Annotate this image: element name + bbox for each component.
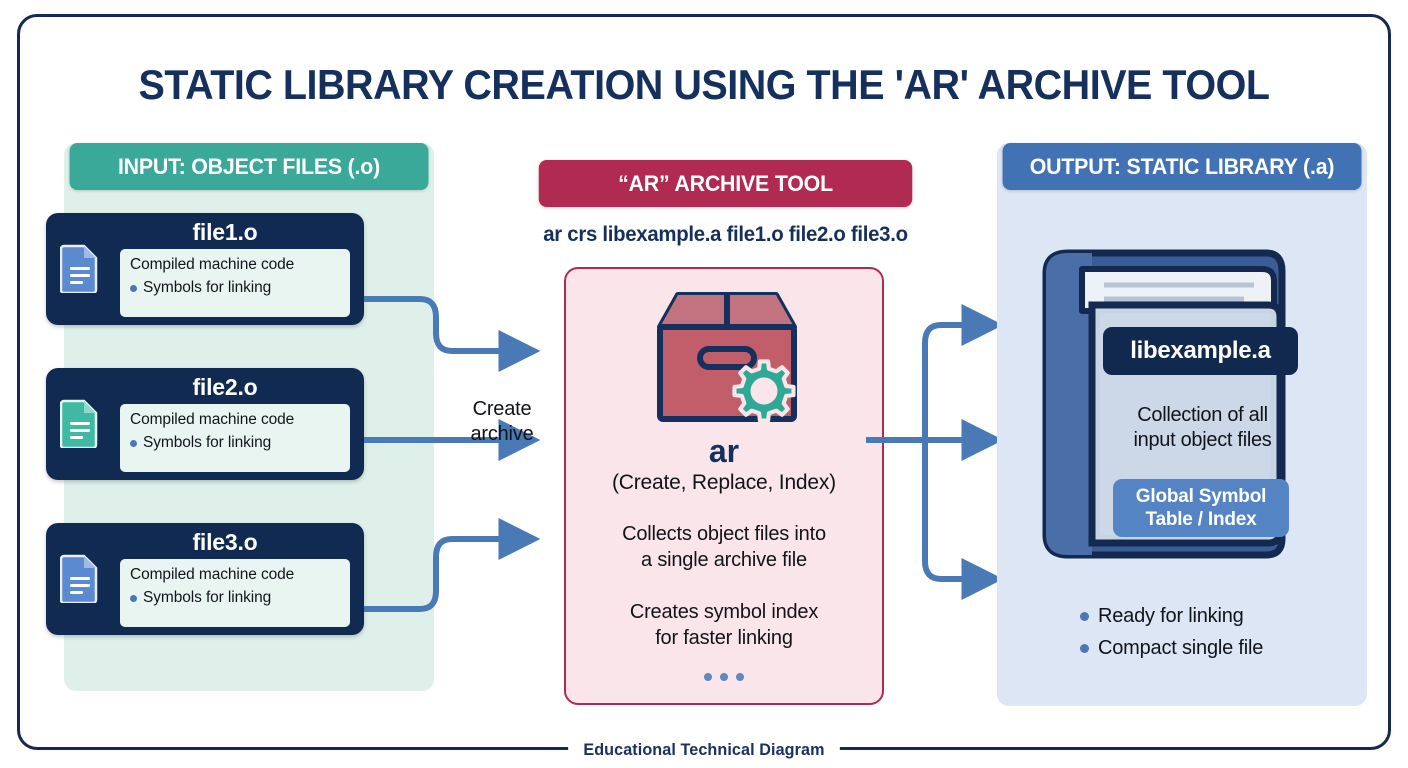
- footer-caption: Educational Technical Diagram: [568, 740, 840, 760]
- file-card-line2: Symbols for linking: [143, 589, 272, 606]
- file-card-body: Compiled machine code Symbols for linkin…: [120, 559, 350, 627]
- global-symbol-table-chip: Global Symbol Table / Index: [1113, 479, 1289, 537]
- ar-ellipsis-dots: [566, 673, 882, 681]
- output-bullet-list: Ready for linking Compact single file: [1080, 605, 1360, 669]
- file-card-line1: Compiled machine code: [130, 411, 295, 428]
- output-bullet-label: Ready for linking: [1098, 605, 1244, 627]
- file-card-line1: Compiled machine code: [130, 256, 295, 273]
- ar-tool-name: ar: [708, 433, 740, 469]
- ar-panel: ar (Create, Replace, Index) Collects obj…: [564, 267, 884, 705]
- bullet-icon: [130, 284, 137, 292]
- document-icon: [59, 553, 100, 608]
- output-bullet-label: Compact single file: [1098, 637, 1264, 659]
- file-card-line2-row: Symbols for linking: [130, 434, 346, 452]
- file-card-line2-row: Symbols for linking: [130, 279, 346, 297]
- dot-icon: [736, 673, 744, 681]
- file-card-line2: Symbols for linking: [143, 434, 272, 451]
- create-archive-label: Create archive: [470, 398, 534, 445]
- list-item: Ready for linking: [1080, 605, 1360, 628]
- file-card-body: Compiled machine code Symbols for linkin…: [120, 404, 350, 472]
- file-card-file2[interactable]: file2.o Compiled machine code Symbols fo…: [46, 368, 364, 480]
- library-description: Collection of all input object files: [1133, 404, 1272, 451]
- ar-tool-expansion: (Create, Replace, Index): [612, 471, 836, 494]
- page-title: STATIC LIBRARY CREATION USING THE 'AR' A…: [138, 61, 1270, 108]
- file-card-file1[interactable]: file1.o Compiled machine code Symbols fo…: [46, 213, 364, 325]
- input-panel-header: INPUT: OBJECT FILES (.o): [69, 143, 429, 190]
- file-card-title: file2.o: [192, 374, 258, 400]
- file-card-line1: Compiled machine code: [130, 566, 295, 583]
- file-card-file3[interactable]: file3.o Compiled machine code Symbols fo…: [46, 523, 364, 635]
- ar-panel-header: “AR” ARCHIVE TOOL: [538, 160, 913, 207]
- file-card-title: file1.o: [192, 219, 258, 245]
- bullet-icon: [1080, 644, 1089, 653]
- footer-container: Educational Technical Diagram: [20, 740, 1388, 760]
- list-item: Compact single file: [1080, 637, 1360, 660]
- ar-detail-2: Creates symbol index for faster linking: [629, 601, 819, 649]
- bullet-icon: [130, 439, 137, 447]
- diagram-frame: STATIC LIBRARY CREATION USING THE 'AR' A…: [17, 14, 1391, 760]
- document-icon: [59, 243, 100, 298]
- file-card-body: Compiled machine code Symbols for linkin…: [120, 249, 350, 317]
- bullet-icon: [130, 594, 137, 602]
- file-card-title: file3.o: [192, 529, 258, 555]
- dot-icon: [720, 673, 728, 681]
- file-card-line2: Symbols for linking: [143, 279, 272, 296]
- output-panel-header: OUTPUT: STATIC LIBRARY (.a): [1002, 143, 1362, 190]
- library-name-chip: libexample.a: [1103, 327, 1298, 375]
- archive-box-gear-icon: [634, 283, 820, 438]
- file-card-line2-row: Symbols for linking: [130, 589, 346, 607]
- bullet-icon: [1080, 612, 1089, 621]
- ar-detail-1: Collects object files into a single arch…: [622, 523, 826, 571]
- ar-command-line: ar crs libexample.a file1.o file2.o file…: [543, 223, 908, 246]
- dot-icon: [704, 673, 712, 681]
- document-icon: [59, 398, 100, 453]
